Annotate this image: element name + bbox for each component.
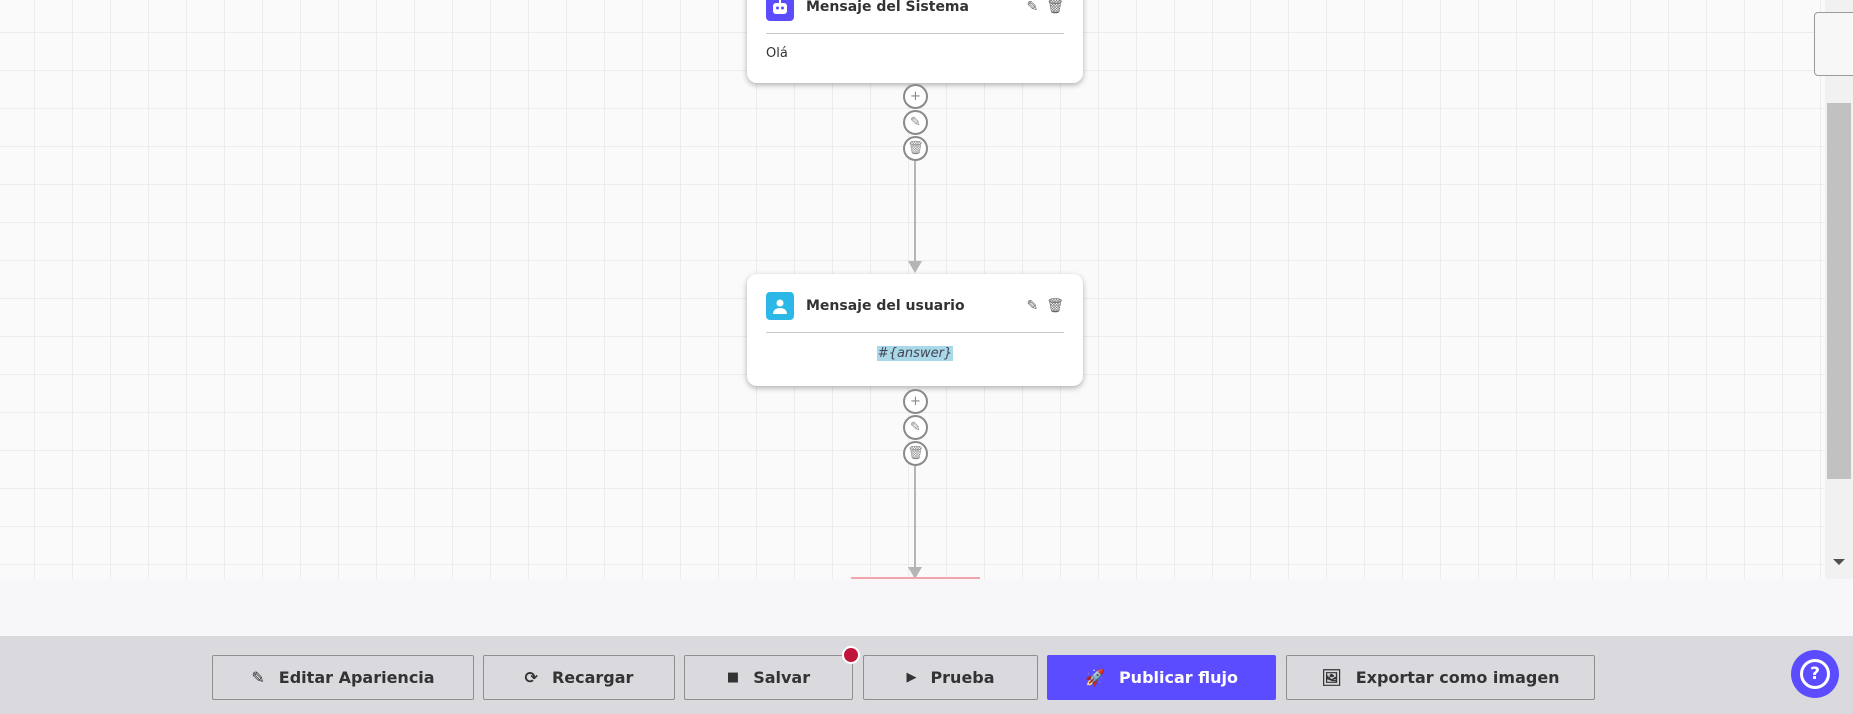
reload-button[interactable]: ⟳Recargar bbox=[483, 655, 675, 700]
connector-arrow bbox=[908, 567, 922, 579]
edit-pencil-icon[interactable]: ✎ bbox=[1026, 0, 1039, 15]
edit-pencil-icon[interactable]: ✎ bbox=[1026, 298, 1039, 314]
trash-icon[interactable]: 🗑 bbox=[903, 136, 928, 161]
minimap-box[interactable] bbox=[1814, 12, 1853, 76]
image-icon: 🖼 bbox=[1321, 668, 1342, 687]
add-node-plus-icon[interactable]: + bbox=[903, 389, 928, 414]
next-node-edge bbox=[851, 577, 980, 579]
floppy-disk-icon: ■ bbox=[726, 670, 740, 685]
export-image-button[interactable]: 🖼Exportar como imagen bbox=[1286, 655, 1595, 700]
add-node-plus-icon[interactable]: + bbox=[903, 84, 928, 109]
node-system-message[interactable]: Mensaje del Sistema ✎ 🗑 Olá bbox=[747, 0, 1083, 83]
flow-canvas[interactable]: Mensaje del Sistema ✎🗑 Olá + ✎ 🗑 Mensaje… bbox=[0, 0, 1825, 579]
test-button[interactable]: ▶Prueba bbox=[863, 655, 1038, 700]
variable-token: #{answer} bbox=[876, 346, 954, 361]
node-body: Olá bbox=[766, 46, 788, 61]
scroll-down-arrow-icon[interactable] bbox=[1833, 559, 1845, 565]
question-circle-icon[interactable]: ? bbox=[1791, 650, 1839, 698]
connector-line bbox=[914, 466, 916, 570]
save-button[interactable]: ■Salvar bbox=[684, 655, 853, 700]
refresh-icon: ⟳ bbox=[524, 668, 538, 687]
trash-icon[interactable]: 🗑 bbox=[1046, 0, 1064, 15]
rocket-icon: 🚀 bbox=[1085, 668, 1105, 687]
publish-flow-button[interactable]: 🚀Publicar flujo bbox=[1047, 655, 1276, 700]
edit-pencil-icon[interactable]: ✎ bbox=[903, 110, 928, 135]
node-user-message[interactable]: Mensaje del usuario ✎ 🗑 #{answer} bbox=[747, 274, 1083, 386]
play-icon: ▶ bbox=[906, 670, 917, 685]
trash-icon[interactable]: 🗑 bbox=[1046, 298, 1064, 314]
unsaved-changes-dot bbox=[842, 646, 860, 664]
vertical-scrollbar[interactable] bbox=[1825, 0, 1853, 579]
trash-icon[interactable]: 🗑 bbox=[903, 441, 928, 466]
user-icon bbox=[766, 292, 794, 320]
connector-arrow bbox=[908, 261, 922, 273]
edit-icon: ✎ bbox=[251, 668, 265, 687]
edit-pencil-icon[interactable]: ✎ bbox=[903, 415, 928, 440]
robot-icon bbox=[766, 0, 794, 21]
edit-appearance-button[interactable]: ✎Editar Apariencia bbox=[212, 655, 474, 700]
connector-line bbox=[914, 161, 916, 263]
node-title: Mensaje del usuario bbox=[806, 298, 965, 314]
scrollbar-thumb[interactable] bbox=[1827, 103, 1851, 479]
node-title: Mensaje del Sistema bbox=[806, 0, 969, 15]
